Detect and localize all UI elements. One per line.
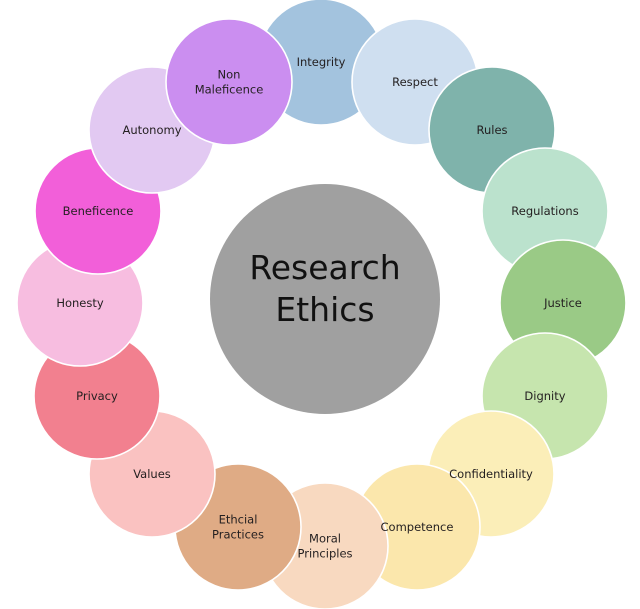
label-competence: Competence <box>381 520 454 534</box>
center-circle-research-ethics <box>210 184 440 414</box>
circle-non-maleficence[interactable] <box>165 18 293 146</box>
circle-label-group: IntegrityRespectRulesRegulationsJusticeD… <box>56 55 582 561</box>
label-values: Values <box>133 467 171 481</box>
label-beneficence: Beneficence <box>63 204 134 218</box>
label-regulations: Regulations <box>511 204 578 218</box>
label-respect: Respect <box>392 75 438 89</box>
label-confidentiality: Confidentiality <box>449 467 533 481</box>
label-privacy: Privacy <box>76 389 118 403</box>
label-autonomy: Autonomy <box>122 123 181 137</box>
label-justice: Justice <box>543 296 582 310</box>
label-integrity: Integrity <box>297 55 346 69</box>
label-honesty: Honesty <box>56 296 104 310</box>
outer-circle-ring <box>16 0 627 609</box>
label-dignity: Dignity <box>524 389 565 403</box>
label-rules: Rules <box>476 123 507 137</box>
